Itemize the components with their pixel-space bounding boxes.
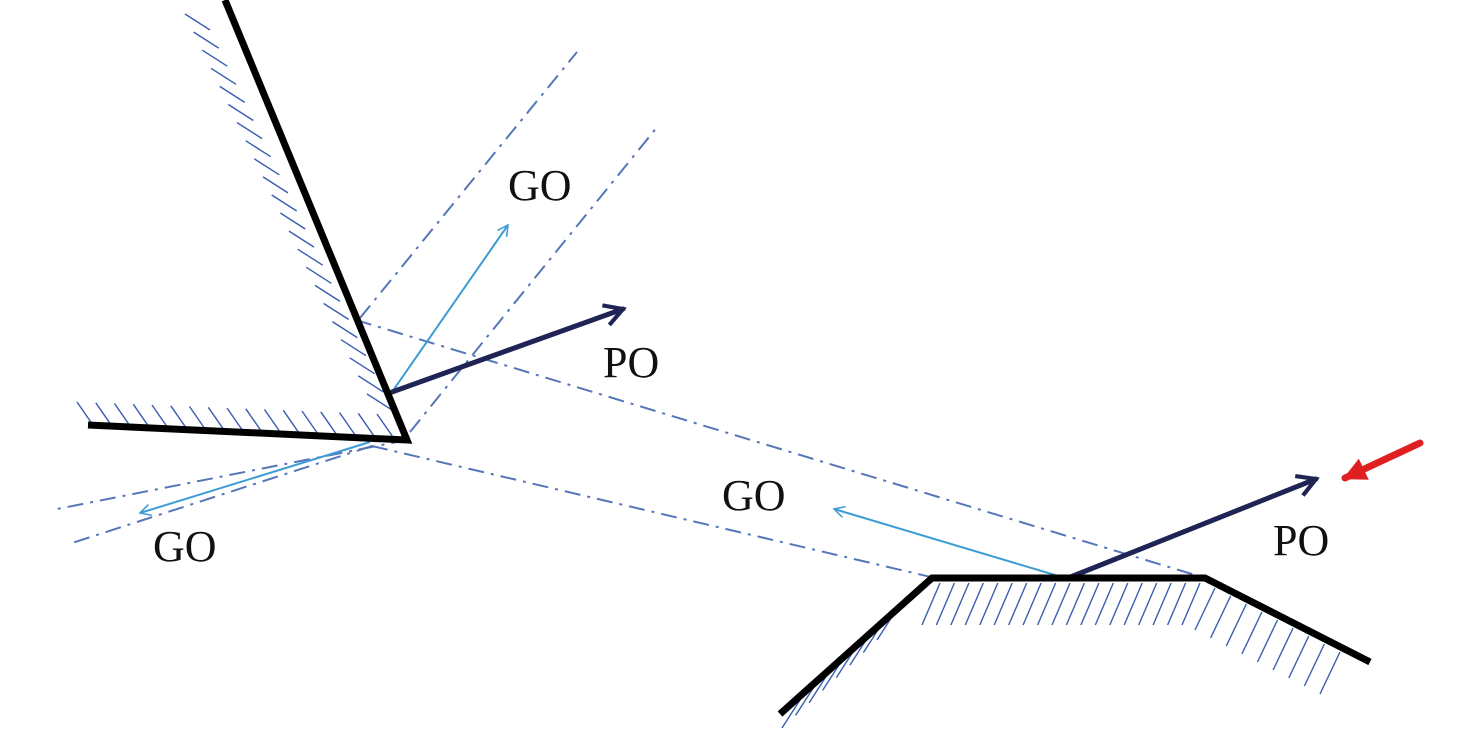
label-po-upper: PO [603, 338, 659, 387]
hatch-mark [1051, 582, 1071, 626]
hatch-mark [1109, 582, 1129, 626]
hatch-mark [1288, 635, 1310, 679]
hatch-mark [1303, 643, 1326, 687]
hatch-mark [1022, 582, 1042, 626]
dashdot-upper-right-boundary [359, 51, 578, 319]
hatch-mark [1166, 582, 1187, 626]
hatch-ground [781, 582, 1341, 729]
hatch-mark [921, 582, 941, 626]
go-arrow-left [138, 441, 371, 517]
label-go-left: GO [153, 522, 217, 571]
hatch-mark [1138, 582, 1158, 626]
corner-reflector-wall [87, 0, 413, 444]
hatch-mark [279, 212, 306, 230]
hatch-mark [1256, 619, 1279, 663]
hatch-mark [193, 31, 220, 49]
go-arrow-upper [391, 223, 509, 393]
go-arrows [138, 223, 1066, 579]
po-arrow-right [1065, 479, 1316, 581]
dashdot-lines [51, 51, 1206, 579]
hatch-mark [1036, 582, 1057, 626]
hatch-mark [305, 266, 332, 284]
go-arrow-middle [832, 505, 1066, 579]
hatch-mark [340, 339, 367, 357]
hatch-mark [1181, 582, 1201, 626]
hatch-mark [357, 375, 384, 393]
hatch-mark [979, 582, 999, 626]
hatch-mark [1080, 582, 1100, 626]
hatch-mark [781, 699, 801, 729]
hatch-mark [1225, 603, 1247, 647]
walls [87, 0, 1372, 717]
hatch-mark [1319, 651, 1341, 695]
label-go-upper: GO [508, 161, 572, 210]
po-arrows [389, 309, 1316, 581]
dashdot-long-lower [371, 445, 936, 579]
hatch-mark [1123, 582, 1143, 626]
hatch-mark [808, 674, 828, 704]
hatch-mark [288, 230, 315, 248]
dashdot-left-upper [51, 439, 408, 511]
hatch-mark [227, 103, 254, 122]
hatch-mark [262, 176, 289, 194]
hatch-mark [1241, 611, 1263, 655]
hatch-mark [236, 122, 263, 140]
hatch-mark [1008, 582, 1028, 626]
hatch-mark [935, 582, 956, 626]
hatch-mark [950, 582, 970, 626]
dashdot-long-upper [355, 319, 1206, 579]
label-go-middle: GO [722, 471, 786, 520]
hatch-mark [1094, 582, 1114, 626]
hatch-mark [993, 582, 1013, 626]
hatch-mark [201, 49, 228, 67]
hatch-mark [1194, 587, 1216, 631]
ground-profile [777, 574, 1372, 717]
hatch-mark [219, 85, 246, 103]
label-po-right: PO [1273, 516, 1329, 565]
hatch-mark [795, 687, 815, 716]
hatch-mark [1065, 582, 1086, 626]
hatch-mark [1152, 582, 1172, 626]
hatch-mark [297, 248, 324, 266]
hatch-mark [210, 67, 237, 85]
hatch-mark [331, 321, 358, 339]
hatch-mark [366, 393, 393, 411]
hatch-mark [349, 357, 376, 375]
hatch-mark [184, 13, 211, 31]
po-arrow-upper [389, 309, 623, 395]
dashdot-left-lower [71, 445, 373, 544]
red-arrow-icon [1341, 439, 1424, 482]
hatch-mark [245, 140, 272, 158]
hatch-mark [271, 194, 298, 212]
hatch-mark [376, 413, 396, 441]
hatch-mark [323, 302, 350, 321]
hatch-mark [314, 284, 341, 302]
hatch-mark [964, 582, 984, 626]
hatch-mark [253, 158, 280, 176]
hatch-steep-wall [184, 13, 393, 411]
hatch-mark [1272, 627, 1294, 671]
hatch-mark [1209, 595, 1232, 639]
